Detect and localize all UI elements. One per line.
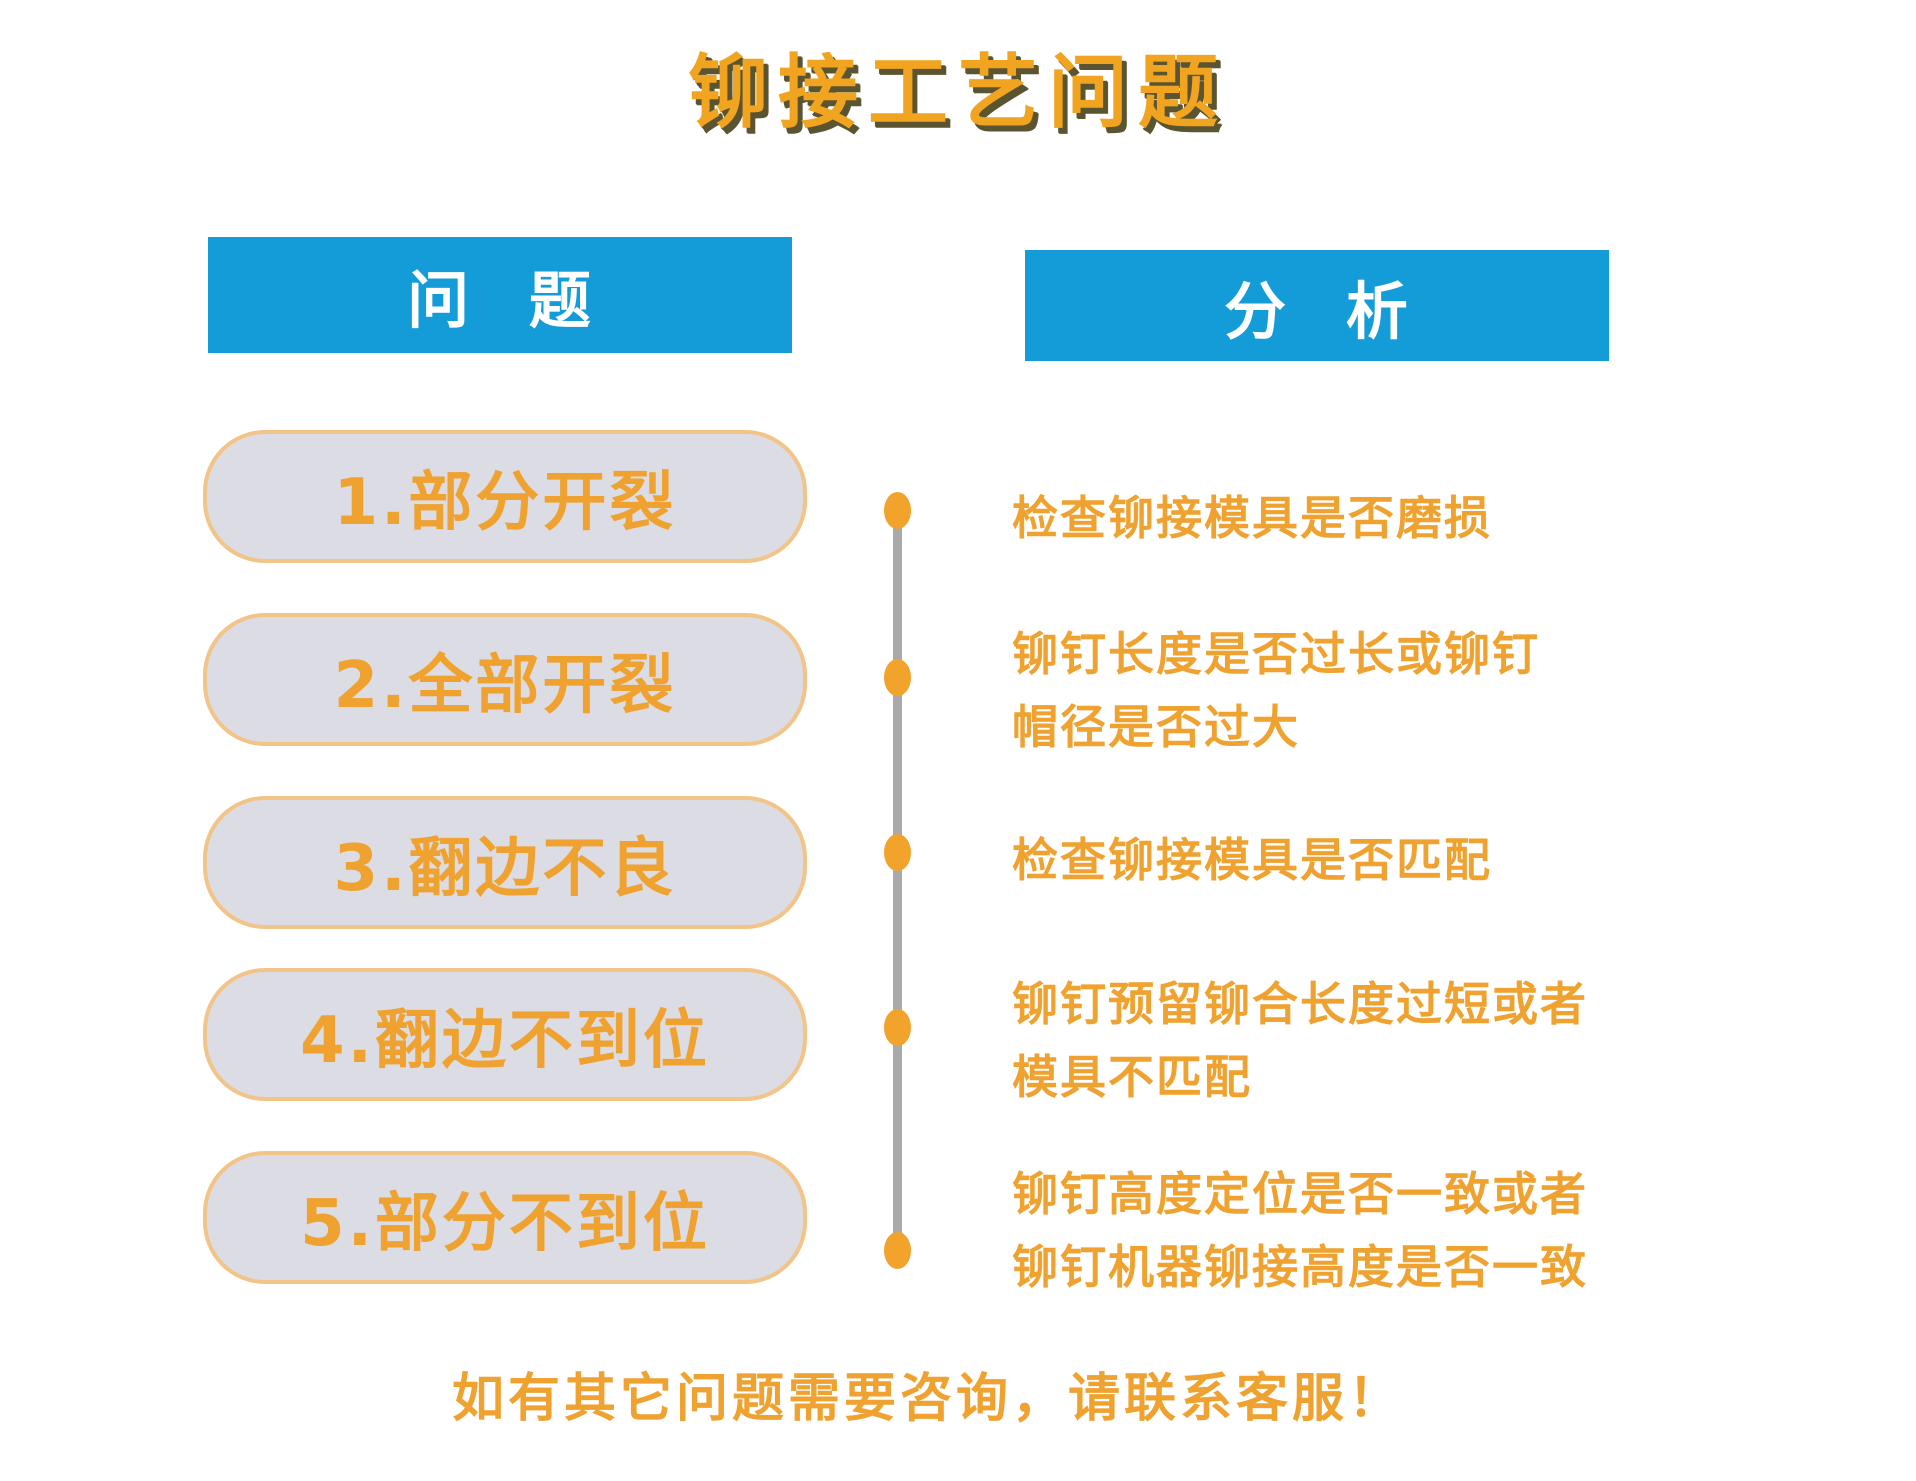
page-title: 铆接工艺问题 [688,46,1228,139]
problem-item-5-label: 5.部分不到位 [300,1186,710,1261]
problem-header-label: 问 题 [407,264,593,337]
analysis-item-5: 铆钉高度定位是否一致或者 铆钉机器铆接高度是否一致 [1012,1158,1792,1304]
problem-item-1-label: 1.部分开裂 [333,465,677,540]
analysis-item-2: 铆钉长度是否过长或铆钉 帽径是否过大 [1012,618,1792,764]
problem-item-2: 2.全部开裂 [203,613,807,746]
problem-column-header: 问 题 [208,237,792,353]
analysis-item-4-line-1: 铆钉预留铆合长度过短或者 [1012,977,1588,1031]
problem-item-2-label: 2.全部开裂 [333,648,677,723]
connector-line [893,508,902,1240]
analysis-column-header: 分 析 [1025,250,1609,361]
problem-item-3: 3.翻边不良 [203,796,807,929]
analysis-item-2-line-1: 铆钉长度是否过长或铆钉 [1012,627,1540,681]
analysis-item-2-line-2: 帽径是否过大 [1012,700,1300,754]
analysis-item-4-line-2: 模具不匹配 [1012,1050,1252,1104]
connector-dot-2 [884,659,911,696]
problem-item-4: 4.翻边不到位 [203,968,807,1101]
problem-item-4-label: 4.翻边不到位 [300,1003,710,1078]
analysis-item-5-line-1: 铆钉高度定位是否一致或者 [1012,1167,1588,1221]
footer-note: 如有其它问题需要咨询，请联系客服！ [451,1369,1404,1429]
connector-dot-5 [884,1232,911,1269]
analysis-item-3: 检查铆接模具是否匹配 [1012,824,1792,897]
connector-dot-3 [884,834,911,871]
analysis-item-1: 检查铆接模具是否磨损 [1012,482,1792,555]
analysis-item-4: 铆钉预留铆合长度过短或者 模具不匹配 [1012,968,1792,1114]
analysis-item-5-line-2: 铆钉机器铆接高度是否一致 [1012,1240,1588,1294]
problem-item-3-label: 3.翻边不良 [333,831,677,906]
problem-item-5: 5.部分不到位 [203,1151,807,1284]
analysis-header-label: 分 析 [1224,274,1410,348]
analysis-item-1-line-1: 检查铆接模具是否磨损 [1012,491,1492,545]
connector-dot-4 [884,1009,911,1046]
analysis-item-3-line-1: 检查铆接模具是否匹配 [1012,833,1492,887]
problem-item-1: 1.部分开裂 [203,430,807,563]
connector-dot-1 [884,492,911,529]
